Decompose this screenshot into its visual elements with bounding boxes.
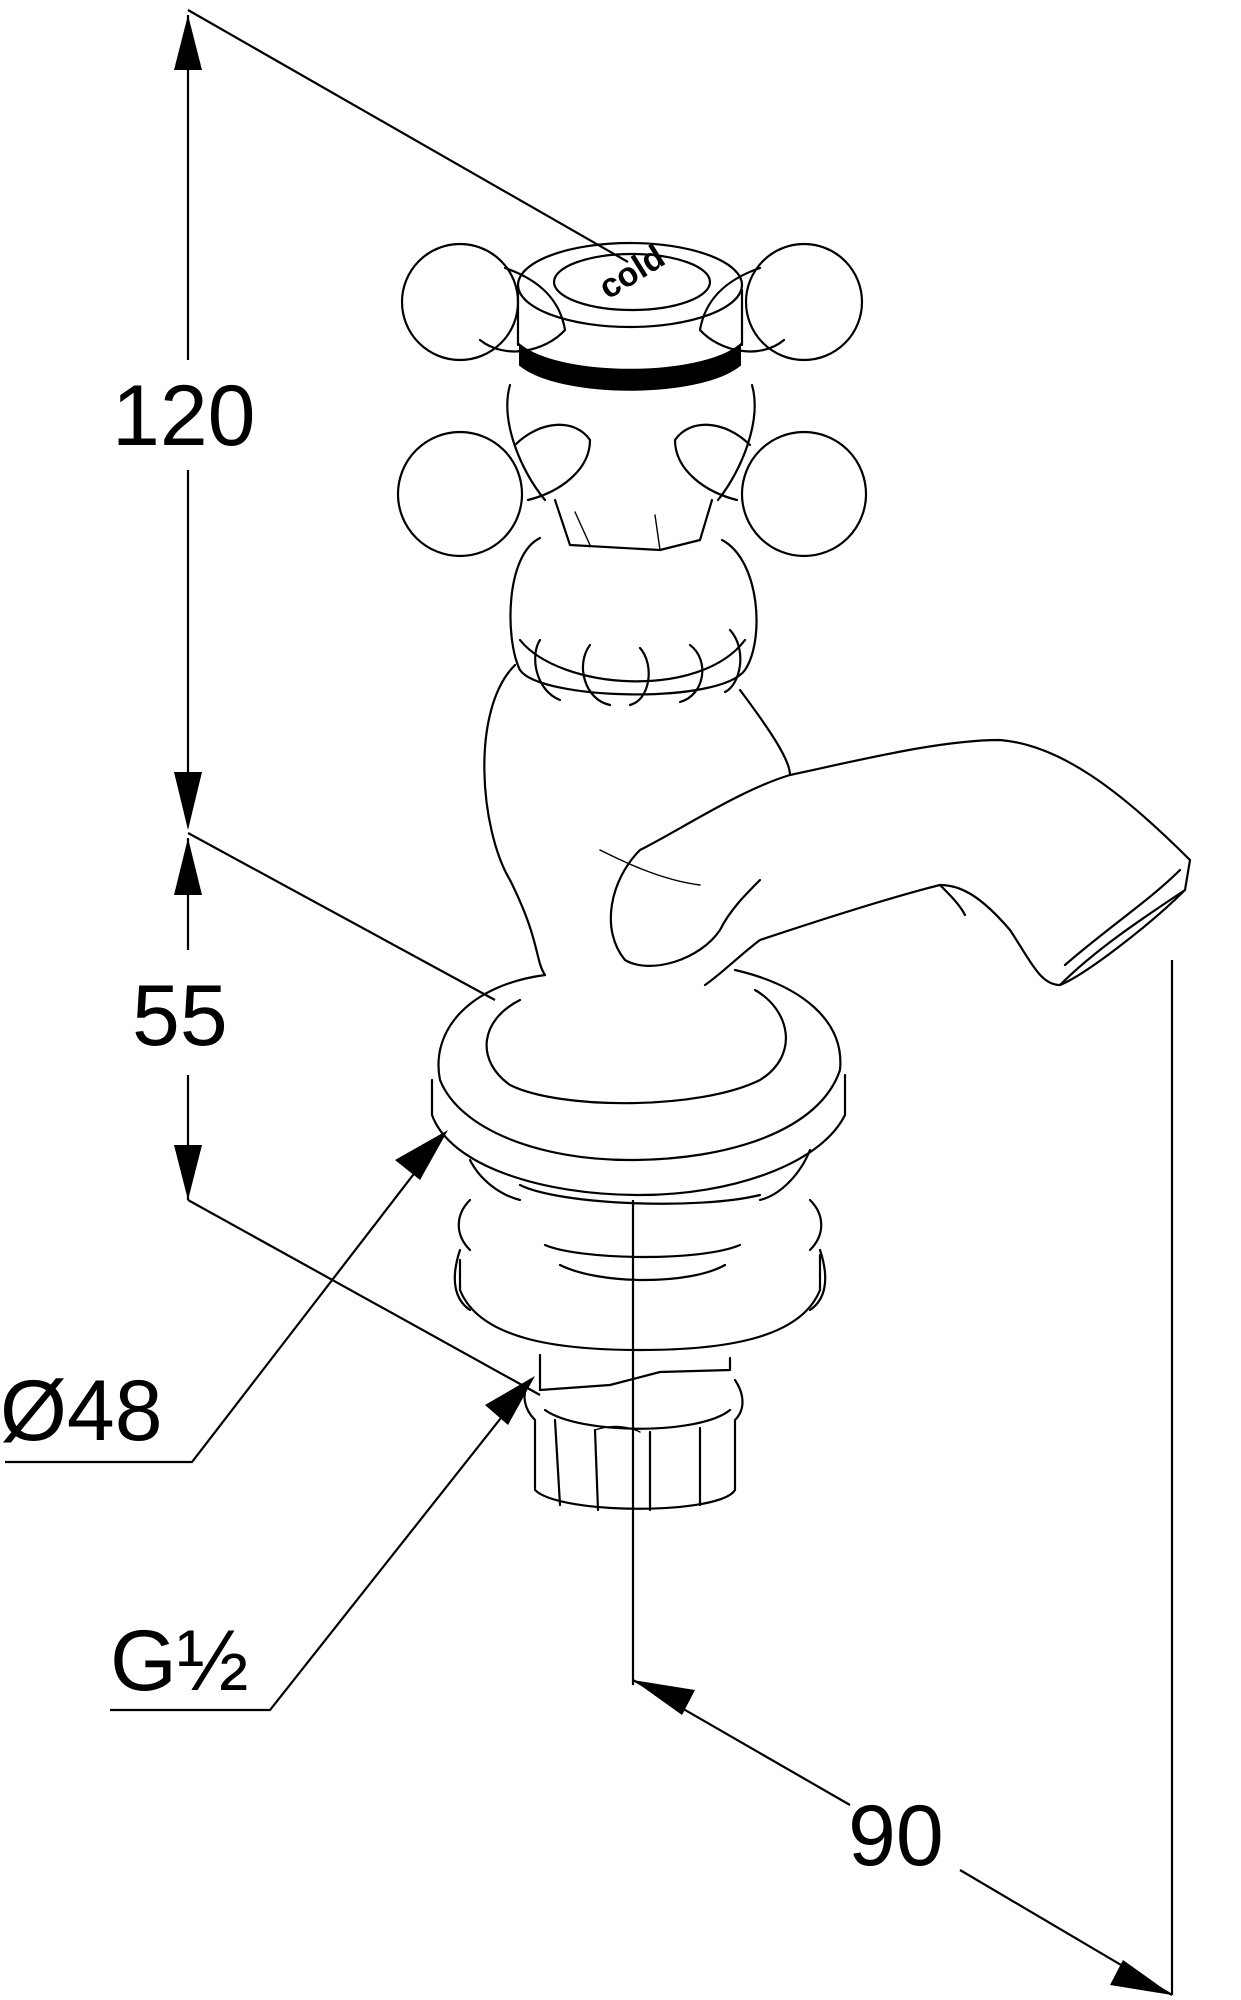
dim-label-55: 55: [132, 968, 228, 1064]
tap-body: cold: [396, 238, 1192, 1512]
dim-label-thread: G½: [110, 1613, 249, 1709]
spout: [483, 663, 1192, 987]
handle-cap: cold: [506, 238, 756, 502]
dim-label-diameter: Ø48: [0, 1363, 163, 1459]
connector-nut: [523, 1353, 744, 1512]
lower-collar: [453, 1198, 827, 1352]
dim-label-90: 90: [848, 1788, 944, 1884]
dimension-labels: 120 55 Ø48 G½ 90: [0, 368, 944, 1884]
dimension-lines: [5, 9, 1174, 1996]
flange: [430, 968, 847, 1205]
dim-label-120: 120: [112, 368, 256, 464]
spindle-hex-nut: [553, 498, 714, 552]
cross-handle: [396, 242, 868, 558]
upper-body: [509, 536, 758, 707]
